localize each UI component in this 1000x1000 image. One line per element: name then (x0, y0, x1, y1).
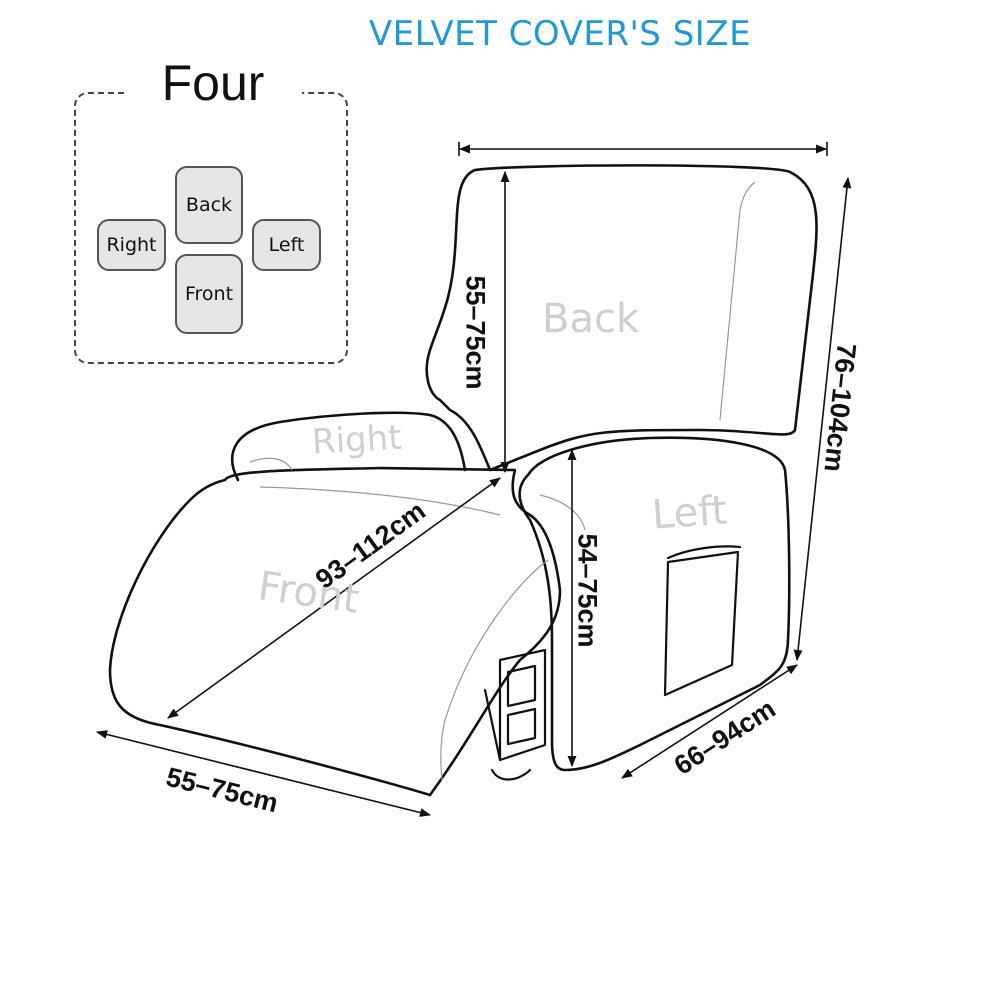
right-cover-outline (230, 411, 467, 482)
legend-title: Four (161, 55, 265, 111)
legend-piece-right: Right (97, 219, 166, 271)
dim-total-height (793, 176, 852, 662)
dim-front-diagonal (167, 477, 501, 719)
legend-title-backdrop (124, 58, 302, 118)
back-cover-outline (425, 164, 818, 472)
front-cover-outline (108, 466, 562, 797)
part-label-back: Back (542, 296, 640, 342)
legend-piece-back: Back (175, 166, 243, 244)
part-label-right: Right (311, 417, 403, 463)
dim-label-back-height: 55–75cm (460, 275, 491, 390)
left-pocket-outline (663, 545, 742, 697)
legend-piece-front: Front (175, 254, 243, 334)
recliner-mechanism (483, 648, 547, 781)
legend-piece-left: Left (252, 219, 321, 271)
part-label-left: Left (650, 487, 729, 539)
page-title: VELVET COVER'S SIZE (368, 14, 752, 54)
dim-armrest-depth (621, 664, 798, 779)
dim-front-width (95, 730, 432, 817)
dim-label-armrest-height: 54–75cm (572, 533, 603, 648)
